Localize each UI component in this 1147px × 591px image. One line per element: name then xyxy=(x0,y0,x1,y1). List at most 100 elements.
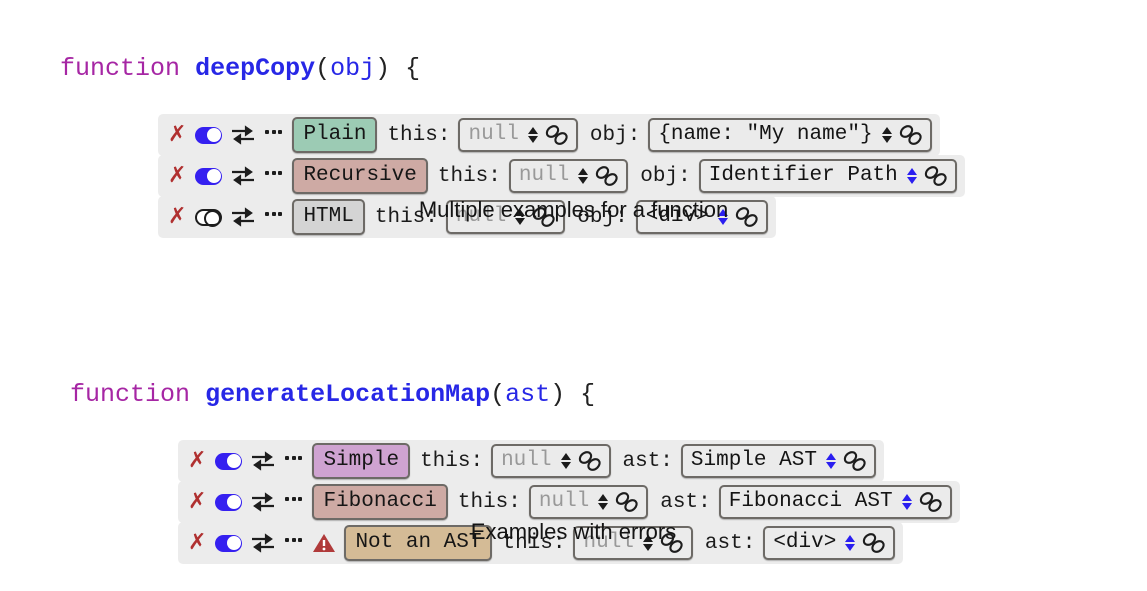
value-stepper[interactable] xyxy=(515,208,526,225)
link-icon[interactable] xyxy=(545,124,569,145)
field-value[interactable]: Simple AST xyxy=(690,449,817,472)
field-value-control[interactable]: Fibonacci AST xyxy=(718,485,952,519)
delete-example-icon[interactable]: ✗ xyxy=(188,448,207,473)
field-value-control[interactable]: {name: "My name"} xyxy=(648,118,932,152)
value-stepper[interactable] xyxy=(642,534,653,551)
example-name-pill[interactable]: HTML xyxy=(292,199,365,235)
ellipsis-icon[interactable] xyxy=(285,456,303,466)
link-icon[interactable] xyxy=(578,450,602,471)
function-param: obj xyxy=(330,54,376,83)
field-label: this: xyxy=(502,531,566,555)
link-icon[interactable] xyxy=(843,450,867,471)
delete-example-icon[interactable]: ✗ xyxy=(168,122,187,147)
enable-toggle[interactable] xyxy=(215,493,243,511)
link-icon[interactable] xyxy=(899,124,923,145)
enable-toggle[interactable] xyxy=(195,126,223,144)
example-row[interactable]: ✗ Recursive this: null obj: Identifier Path xyxy=(158,155,965,197)
field-value-control[interactable]: <div> xyxy=(763,526,896,560)
field-value-control[interactable]: Identifier Path xyxy=(698,159,957,193)
value-stepper[interactable] xyxy=(527,126,538,143)
value-stepper[interactable] xyxy=(578,167,589,184)
swap-icon[interactable] xyxy=(230,125,256,145)
example-name-pill[interactable]: Simple xyxy=(312,443,411,479)
field-value[interactable]: Identifier Path xyxy=(708,164,898,187)
value-stepper[interactable] xyxy=(825,452,836,469)
link-icon[interactable] xyxy=(919,491,943,512)
caption-block-1: Multiple examples for a function xyxy=(418,197,729,222)
delete-example-icon[interactable]: ✗ xyxy=(168,163,187,188)
value-stepper[interactable] xyxy=(881,126,892,143)
ellipsis-icon[interactable] xyxy=(285,497,303,507)
field-value-control[interactable]: null xyxy=(445,200,566,234)
link-icon[interactable] xyxy=(615,491,639,512)
keyword-function: function xyxy=(70,380,191,409)
field-value[interactable]: Fibonacci AST xyxy=(728,490,893,513)
ellipsis-icon[interactable] xyxy=(265,130,283,140)
field-value[interactable]: null xyxy=(468,123,519,146)
enable-toggle[interactable] xyxy=(195,208,223,227)
swap-icon[interactable] xyxy=(250,492,276,512)
example-name-pill[interactable]: Fibonacci xyxy=(312,484,448,520)
swap-icon[interactable] xyxy=(250,451,276,471)
field-value[interactable]: null xyxy=(538,490,590,513)
field-value[interactable]: <div> xyxy=(773,531,837,554)
field-value[interactable]: <div> xyxy=(645,205,709,228)
function-signature: function generateLocationMap(ast) { xyxy=(10,350,960,440)
link-icon[interactable] xyxy=(660,532,684,553)
close-paren: ) xyxy=(550,380,566,409)
field-value-control[interactable]: null xyxy=(508,159,629,193)
swap-icon[interactable] xyxy=(230,166,256,186)
delete-example-icon[interactable]: ✗ xyxy=(188,530,207,555)
ellipsis-icon[interactable] xyxy=(285,538,303,548)
field-value[interactable]: null xyxy=(583,531,634,554)
value-stepper[interactable] xyxy=(901,493,912,510)
link-icon[interactable] xyxy=(532,206,556,227)
ellipsis-icon[interactable] xyxy=(265,212,283,222)
example-name-pill[interactable]: Not an AST xyxy=(344,525,493,561)
field-value-control[interactable]: <div> xyxy=(635,200,768,234)
swap-icon[interactable] xyxy=(250,533,276,553)
field-value-control[interactable]: null xyxy=(573,526,693,560)
link-icon[interactable] xyxy=(735,206,759,227)
field-value-control[interactable]: null xyxy=(491,444,611,478)
warning-triangle-icon xyxy=(313,534,336,552)
open-brace: { xyxy=(565,380,596,409)
field-value-control[interactable]: null xyxy=(528,485,649,519)
field-value[interactable]: null xyxy=(455,205,507,228)
enable-toggle[interactable] xyxy=(215,452,243,470)
field-value[interactable]: null xyxy=(518,164,570,187)
value-stepper[interactable] xyxy=(598,493,609,510)
open-paren: ( xyxy=(490,380,506,409)
enable-toggle[interactable] xyxy=(195,167,223,185)
keyword-function: function xyxy=(60,54,181,83)
enable-toggle[interactable] xyxy=(215,534,243,552)
field-value[interactable]: {name: "My name"} xyxy=(658,123,873,146)
link-icon[interactable] xyxy=(924,165,948,186)
field-label: this: xyxy=(374,205,438,229)
field-value-control[interactable]: Simple AST xyxy=(680,444,876,478)
delete-example-icon[interactable]: ✗ xyxy=(188,489,207,514)
field-label: obj: xyxy=(640,164,691,188)
example-block-generatelocationmap: function generateLocationMap(ast) { ✗ Sim… xyxy=(10,350,960,564)
example-name-pill[interactable]: Plain xyxy=(292,117,378,153)
value-stepper[interactable] xyxy=(717,208,728,225)
example-name-pill[interactable]: Recursive xyxy=(292,158,428,194)
value-stepper[interactable] xyxy=(845,534,856,551)
link-icon[interactable] xyxy=(862,532,886,553)
field-label: this: xyxy=(437,164,501,188)
link-icon[interactable] xyxy=(595,165,619,186)
value-stepper[interactable] xyxy=(560,452,571,469)
field-value-control[interactable]: null xyxy=(458,118,578,152)
field-value[interactable]: null xyxy=(501,449,552,472)
ellipsis-icon[interactable] xyxy=(265,171,283,181)
delete-example-icon[interactable]: ✗ xyxy=(168,204,187,229)
swap-icon[interactable] xyxy=(230,207,256,227)
value-stepper[interactable] xyxy=(906,167,917,184)
